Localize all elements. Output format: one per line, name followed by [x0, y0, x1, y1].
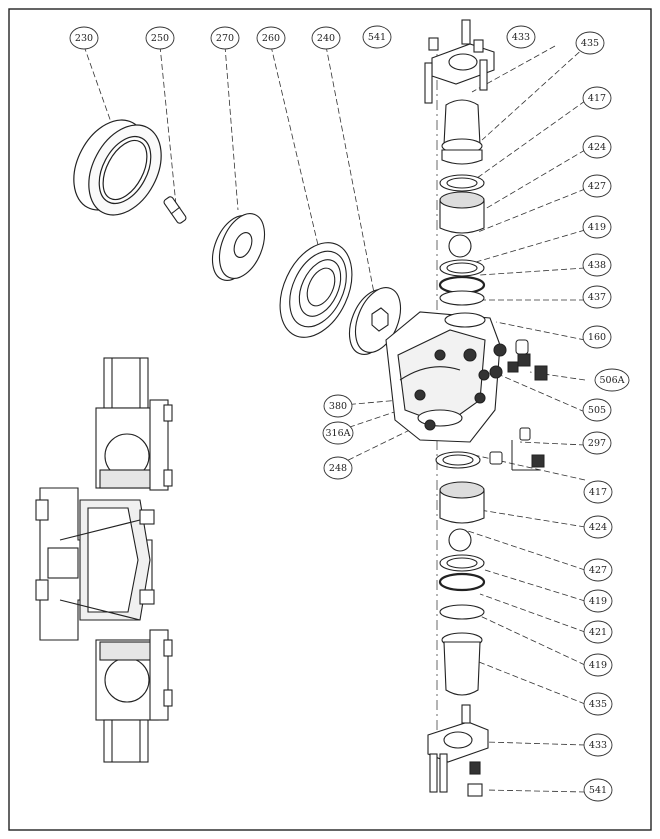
callout-427-top: 427 [588, 181, 606, 192]
callout-labels: 230 250 270 260 240 541 433 435 417 424 … [75, 32, 625, 796]
part-433-bottom-manifold [427, 704, 489, 797]
callout-250: 250 [151, 33, 169, 44]
callout-505: 505 [588, 405, 606, 416]
callout-421: 421 [589, 627, 607, 638]
callout-240: 240 [317, 33, 335, 44]
callout-427-bottom: 427 [589, 565, 607, 576]
callout-419-lower: 419 [589, 660, 607, 671]
callout-541-bottom: 541 [589, 785, 607, 796]
callout-433-top: 433 [512, 32, 530, 43]
part-435-top-elbow [441, 99, 483, 165]
callout-230: 230 [75, 33, 93, 44]
callout-bubbles [69, 25, 630, 802]
callout-417-bottom: 417 [589, 487, 607, 498]
callout-424-bottom: 424 [589, 522, 607, 533]
callout-270: 270 [216, 33, 234, 44]
callout-433-bottom: 433 [589, 740, 607, 751]
parts-bottom-seals [435, 451, 486, 620]
parts-fittings-lower [489, 427, 545, 471]
callout-437: 437 [588, 292, 606, 303]
parts-fittings-upper [507, 339, 548, 381]
callout-417-top: 417 [588, 93, 606, 104]
part-250-pin [163, 196, 187, 224]
callout-419-bottom: 419 [589, 596, 607, 607]
callout-435-top: 435 [581, 38, 599, 49]
callout-316a: 316A [326, 428, 351, 439]
part-270-disc [211, 213, 266, 281]
part-230-ring [73, 119, 162, 216]
callout-506a: 506A [600, 375, 625, 386]
callout-541-top: 541 [368, 32, 386, 43]
callout-419-top: 419 [588, 222, 606, 233]
parts-top-seals [438, 174, 486, 306]
callout-160: 160 [588, 332, 606, 343]
part-center-body [385, 311, 507, 443]
callout-260: 260 [262, 33, 280, 44]
part-435-bottom-elbow [441, 632, 483, 696]
callout-435-bottom: 435 [589, 699, 607, 710]
callout-438: 438 [588, 260, 606, 271]
part-240-disc [348, 287, 402, 355]
callout-380: 380 [329, 401, 347, 412]
part-433-top-manifold [424, 19, 495, 104]
part-260-diaphragm [279, 242, 353, 338]
callout-424-top: 424 [588, 142, 606, 153]
page-border [8, 8, 652, 831]
callout-248: 248 [329, 463, 347, 474]
section-view [35, 357, 173, 763]
callout-297: 297 [588, 438, 606, 449]
